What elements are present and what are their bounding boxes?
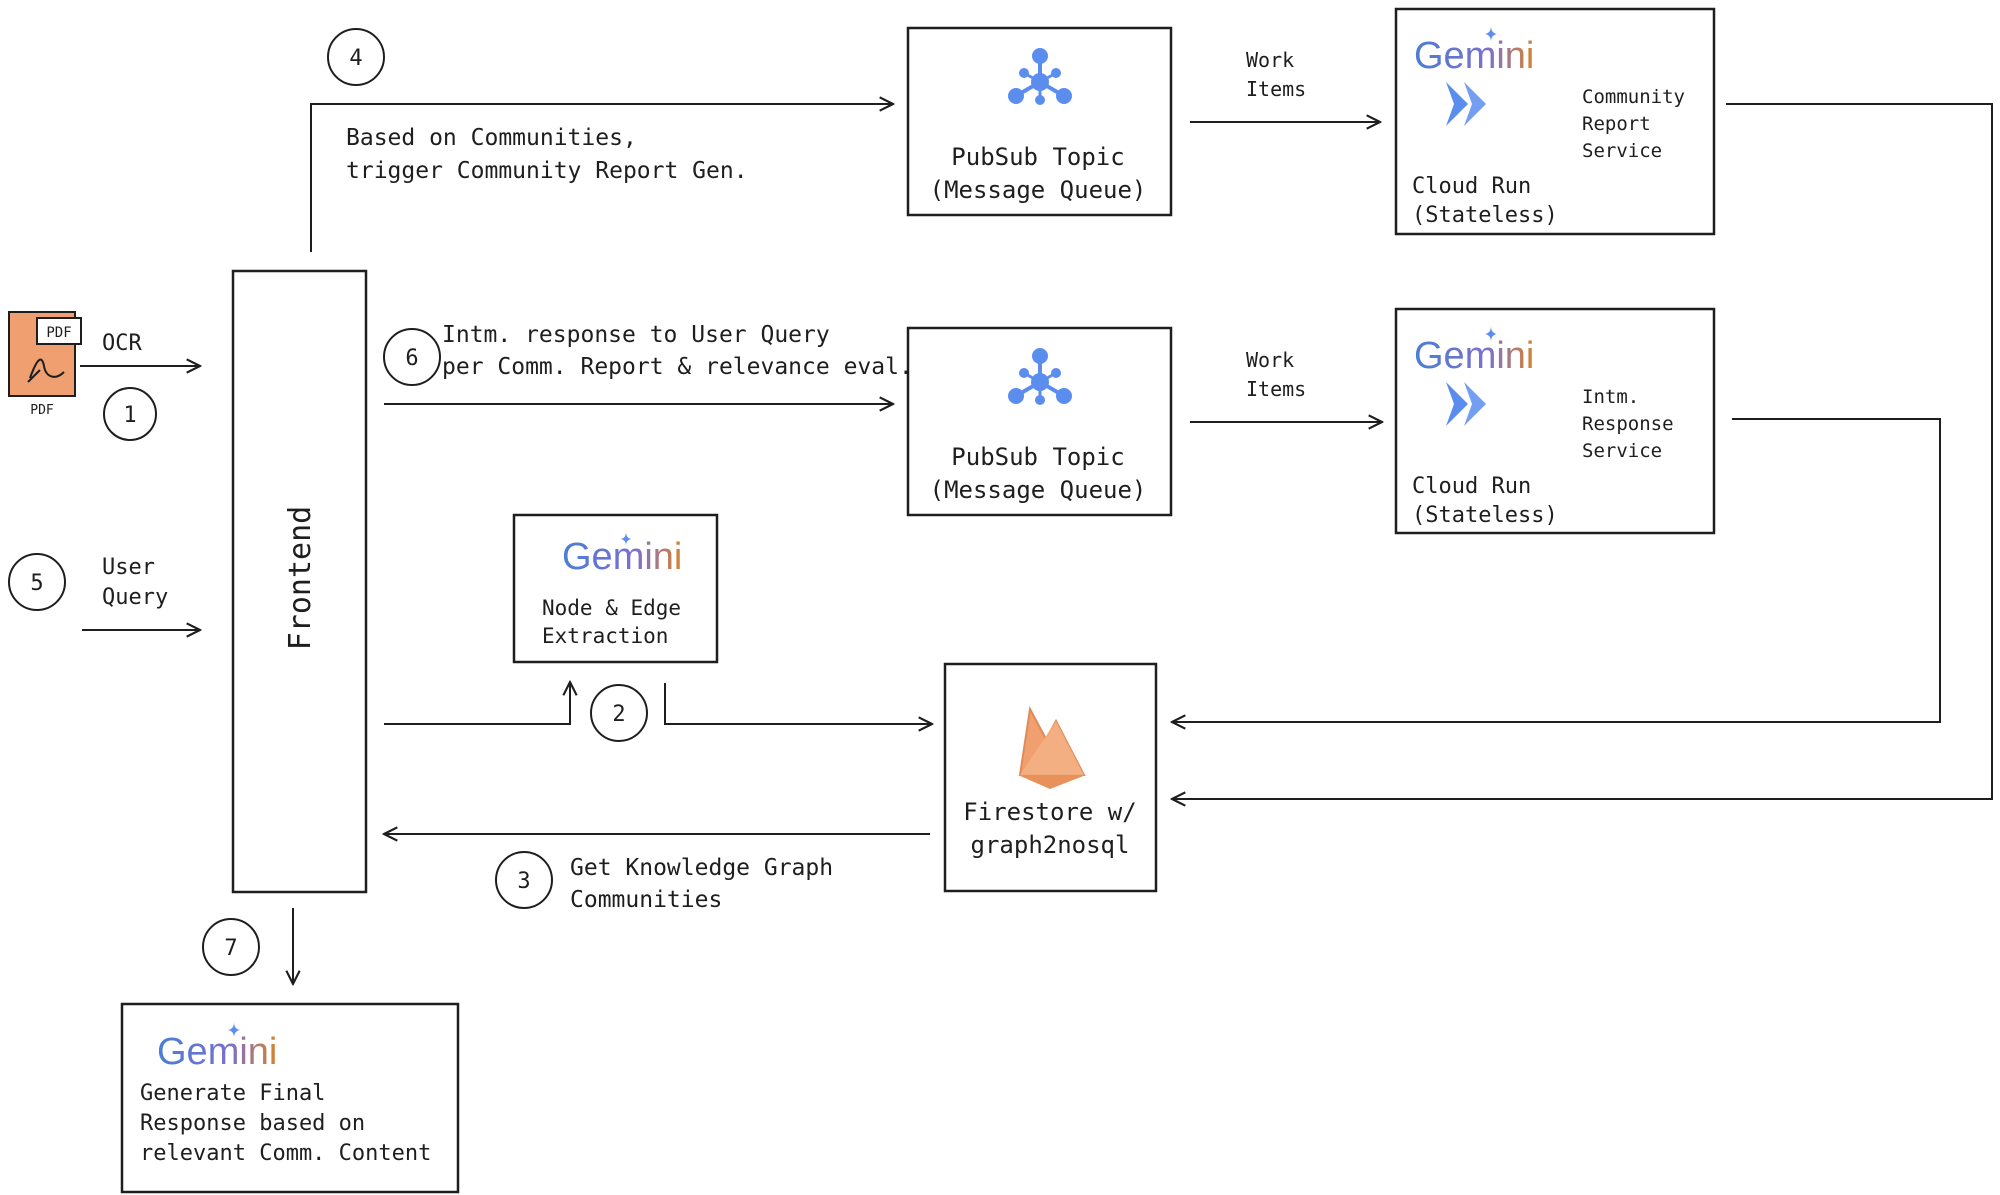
community-service-line3: Service (1582, 140, 1662, 162)
step-7-flow: 7 (202, 908, 293, 984)
firestore-line2: graph2nosql (971, 831, 1130, 859)
pubsub-topic-bottom: PubSub Topic (Message Queue) (906, 326, 1173, 517)
extraction-line2: Extraction (542, 624, 668, 648)
step-3-badge: 3 (495, 851, 553, 909)
firestore-line1: Firestore w/ (963, 798, 1136, 826)
ocr-flow: OCR 1 (80, 331, 200, 441)
pubsub-top-line1: PubSub Topic (951, 143, 1124, 171)
step-2-number: 2 (612, 702, 625, 727)
step-2-badge: 2 (590, 684, 648, 742)
step-3-text-line2: Communities (570, 887, 722, 913)
step-4-badge: 4 (327, 28, 385, 86)
cloud-run-bottom-line2: (Stateless) (1412, 503, 1558, 528)
step-4-text-line1: Based on Communities, (346, 125, 637, 151)
pdf-file-icon: PDF (8, 311, 82, 397)
gemini-logo: Gemini (157, 1022, 277, 1073)
pubsub-bottom-line2: (Message Queue) (930, 476, 1147, 504)
gemini-sparkle-icon (621, 532, 631, 546)
step-4-number: 4 (349, 46, 362, 71)
node-edge-extraction: Gemini Node & Edge Extraction (512, 513, 719, 664)
pdf-input: PDF PDF (8, 311, 82, 418)
cloud-run-bottom-line1: Cloud Run (1412, 474, 1531, 499)
gemini-logo: Gemini (1414, 26, 1534, 77)
firestore-icon (1018, 705, 1086, 789)
frontend-label: Frontend (283, 506, 318, 651)
work-items-top: Work Items (1190, 48, 1380, 122)
pubsub-topic-top: PubSub Topic (Message Queue) (906, 26, 1173, 217)
step-1-number: 1 (123, 403, 136, 428)
gemini-wordmark: Gemini (1414, 35, 1534, 77)
final-line1: Generate Final (140, 1081, 325, 1106)
cloud-run-top-line2: (Stateless) (1412, 203, 1558, 228)
step-7-number: 7 (224, 936, 237, 961)
pubsub-icon (1008, 48, 1072, 105)
work-items-bottom-line2: Items (1246, 377, 1306, 401)
intm-service-line1: Intm. (1582, 386, 1639, 408)
user-query-label-line2: Query (102, 585, 168, 610)
step-7-badge: 7 (202, 918, 260, 976)
gemini-wordmark: Gemini (562, 536, 682, 578)
step-6-number: 6 (405, 346, 418, 371)
step-2-flow: 2 (384, 682, 932, 742)
community-report-service: Gemini Cloud Run (Stateless) Community R… (1394, 7, 1716, 236)
step-6-badge: 6 (383, 328, 441, 386)
intm-service-line3: Service (1582, 440, 1662, 462)
user-query-label-line1: User (102, 555, 155, 580)
gemini-wordmark: Gemini (157, 1031, 277, 1073)
community-service-line2: Report (1582, 113, 1651, 135)
work-items-top-line2: Items (1246, 77, 1306, 101)
step-6-text-line1: Intm. response to User Query (442, 322, 830, 348)
step-5-badge: 5 (8, 553, 66, 611)
gemini-sparkle-icon (228, 1022, 240, 1038)
work-items-bottom: Work Items (1190, 348, 1382, 422)
ocr-label: OCR (102, 331, 142, 356)
step-4-text-line2: trigger Community Report Gen. (346, 158, 748, 184)
gemini-logo: Gemini (562, 532, 682, 578)
pdf-caption: PDF (30, 403, 54, 418)
extraction-line1: Node & Edge (542, 596, 681, 620)
gemini-sparkle-icon (1485, 326, 1497, 342)
step-6-flow: 6 Intm. response to User Query per Comm.… (383, 322, 913, 404)
cloud-run-icon (1446, 82, 1486, 126)
step-3-number: 3 (517, 869, 530, 894)
final-line2: Response based on (140, 1111, 365, 1136)
pdf-tag: PDF (46, 325, 71, 341)
step-3-flow: 3 Get Knowledge Graph Communities (384, 834, 930, 913)
intm-response-service: Gemini Cloud Run (Stateless) Intm. Respo… (1394, 307, 1716, 535)
step-6-text-line2: per Comm. Report & relevance eval. (442, 354, 913, 380)
firestore-box: Firestore w/ graph2nosql (943, 662, 1158, 893)
gemini-logo: Gemini (1414, 326, 1534, 377)
intm-service-line2: Response (1582, 413, 1674, 435)
step-1-badge: 1 (103, 387, 157, 441)
work-items-bottom-line1: Work (1246, 348, 1294, 372)
final-line3: relevant Comm. Content (140, 1141, 431, 1166)
gemini-wordmark: Gemini (1414, 335, 1534, 377)
step-3-text-line1: Get Knowledge Graph (570, 855, 833, 881)
pubsub-top-line2: (Message Queue) (930, 176, 1147, 204)
community-service-to-firestore-arrow (1172, 103, 1993, 799)
step-5-number: 5 (30, 571, 43, 596)
pubsub-icon (1008, 348, 1072, 405)
cloud-run-top-line1: Cloud Run (1412, 174, 1531, 199)
pubsub-bottom-line1: PubSub Topic (951, 443, 1124, 471)
final-response-box: Gemini Generate Final Response based on … (120, 1002, 460, 1194)
intm-service-to-firestore-arrow (1172, 418, 1941, 722)
gemini-sparkle-icon (1485, 26, 1497, 42)
work-items-top-line1: Work (1246, 48, 1294, 72)
frontend-box: Frontend (231, 269, 368, 894)
community-service-line1: Community (1582, 86, 1685, 108)
step-4-flow: 4 Based on Communities, trigger Communit… (310, 28, 893, 252)
cloud-run-icon (1446, 382, 1486, 426)
user-query-flow: 5 User Query (8, 553, 200, 630)
